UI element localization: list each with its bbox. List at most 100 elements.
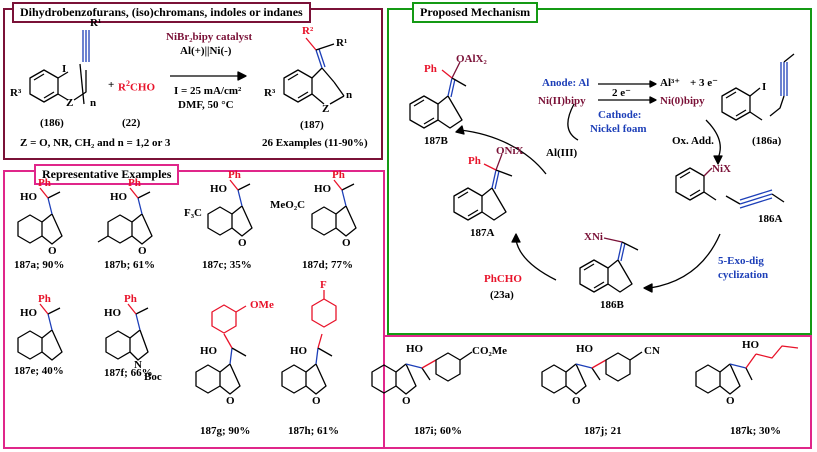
two-e-text: 2 e⁻ <box>612 87 631 99</box>
187b-label: 187b; 61% <box>104 259 156 271</box>
187i-ho: HO <box>406 343 424 355</box>
187d-o: O <box>342 237 351 249</box>
example-187g-structure <box>195 304 247 395</box>
187i-o: O <box>402 395 411 407</box>
187g-label: 187g; 90% <box>200 425 251 437</box>
examples-panel-lower <box>385 335 812 449</box>
187j-o: O <box>572 395 581 407</box>
example-187i-structure <box>371 351 473 395</box>
187g-ho: HO <box>200 345 218 357</box>
sm-r3: R³ <box>10 87 22 99</box>
ni0-text: Ni(0)bipy <box>660 95 705 107</box>
label-23a: (23a) <box>490 289 514 301</box>
187h-ho: HO <box>290 345 308 357</box>
187c-ho: HO <box>210 183 228 195</box>
187c-ph: Ph <box>228 169 241 181</box>
label-186B: 186B <box>600 299 624 311</box>
187d-label: 187d; 77% <box>302 259 354 271</box>
aldehyde-formula: R2CHO <box>118 80 155 94</box>
synthesis-panel-title: Dihydrobenzofurans, (iso)chromans, indol… <box>12 2 311 23</box>
intermediate-186B <box>579 237 639 293</box>
ox-add-text: Ox. Add. <box>672 135 714 147</box>
al3-text: Al³⁺ <box>660 77 681 89</box>
187i-label: 187i; 60% <box>414 425 462 437</box>
187e-ph: Ph <box>38 293 51 305</box>
catalyst-text: NiBr₂bipy catalyst <box>166 31 253 43</box>
example-187b-structure <box>97 187 153 245</box>
z-definition: Z = O, NR, CH₂ and n = 1,2 or 3 <box>20 137 171 149</box>
examples-panel-title: Representative Examples <box>34 164 180 185</box>
example-187j-structure <box>541 351 643 395</box>
prod-r3: R³ <box>264 87 276 99</box>
cyclization-line-2: cyclization <box>718 269 769 281</box>
plus-3e-text: + 3 e⁻ <box>690 77 718 89</box>
sm-r1: R¹ <box>90 17 102 29</box>
187a-ho: HO <box>20 191 38 203</box>
187j-cn: CN <box>644 345 660 357</box>
187g-ome: OMe <box>250 299 274 311</box>
187a-o: O <box>48 245 57 257</box>
187d-ph: Ph <box>332 169 345 181</box>
187j-label: 187j; 21 <box>584 425 622 437</box>
187i-co2me: CO₂Me <box>472 345 508 357</box>
aldehyde-cho: CHO <box>129 81 156 94</box>
prod-r2: R² <box>302 25 314 37</box>
label-187A: 187A <box>470 227 495 239</box>
example-187h-structure <box>281 290 337 395</box>
anode-text: Anode: Al <box>542 77 590 89</box>
label-187B: 187B <box>424 135 448 147</box>
product-187 <box>283 37 345 105</box>
187g-o: O <box>226 395 235 407</box>
187b-ph: Ph <box>128 177 141 189</box>
example-187e-structure <box>17 303 63 361</box>
solvent-text: DMF, 50 °C <box>178 99 234 111</box>
aldehyde-sup: 2 <box>125 79 130 88</box>
iodo-186a: I <box>762 81 767 93</box>
example-187c-structure <box>207 179 253 237</box>
sm-label-186: (186) <box>40 117 64 129</box>
sm-z: Z <box>66 97 74 109</box>
starting-material-186 <box>29 30 90 105</box>
sm-iodo: I <box>62 63 67 75</box>
intermediate-186A <box>675 167 785 209</box>
mechanism-panel-title: Proposed Mechanism <box>412 2 539 23</box>
ph-187A: Ph <box>468 155 481 167</box>
examples-count: 26 Examples (11-90%) <box>262 137 368 149</box>
prod-r1: R¹ <box>336 37 348 49</box>
187j-ho: HO <box>576 343 594 355</box>
187k-o: O <box>726 395 735 407</box>
sm-n: n <box>90 97 97 109</box>
product-label-187: (187) <box>300 119 324 131</box>
187k-ho: HO <box>742 339 760 351</box>
187f-label: 187f; 66% <box>104 367 153 379</box>
187f-ho: HO <box>104 307 122 319</box>
187f-n: N <box>134 359 142 371</box>
intermediate-187B <box>409 61 467 129</box>
intermediate-187A <box>453 153 513 221</box>
cathode-material: Nickel foam <box>590 123 647 135</box>
current-text: I = 25 mA/cm² <box>174 85 242 97</box>
187d-ho: HO <box>314 183 332 195</box>
sm-plus: + <box>108 79 115 91</box>
label-186A: 186A <box>758 213 783 225</box>
example-187a-structure <box>17 187 63 245</box>
example-187k-structure <box>695 345 799 395</box>
label-186a: (186a) <box>752 135 782 147</box>
prod-z: Z <box>322 103 330 115</box>
187f-ph: Ph <box>124 293 137 305</box>
mechanism-panel <box>387 8 812 335</box>
187c-label: 187c; 35% <box>202 259 252 271</box>
ni2-text: Ni(II)bipy <box>538 95 586 107</box>
187a-ph: Ph <box>38 177 51 189</box>
cathode-text: Cathode: <box>598 109 642 121</box>
ph-187B: Ph <box>424 63 437 75</box>
187h-o: O <box>312 395 321 407</box>
187f-boc: Boc <box>144 371 162 383</box>
187k-label: 187k; 30% <box>730 425 782 437</box>
187e-ho: HO <box>20 307 38 319</box>
examples-panel <box>3 170 385 449</box>
example-187d-structure <box>311 179 357 237</box>
electrodes-text: Al(+)||Ni(-) <box>180 45 232 57</box>
phcho-label: PhCHO <box>484 273 522 285</box>
187a-label: 187a; 90% <box>14 259 65 271</box>
